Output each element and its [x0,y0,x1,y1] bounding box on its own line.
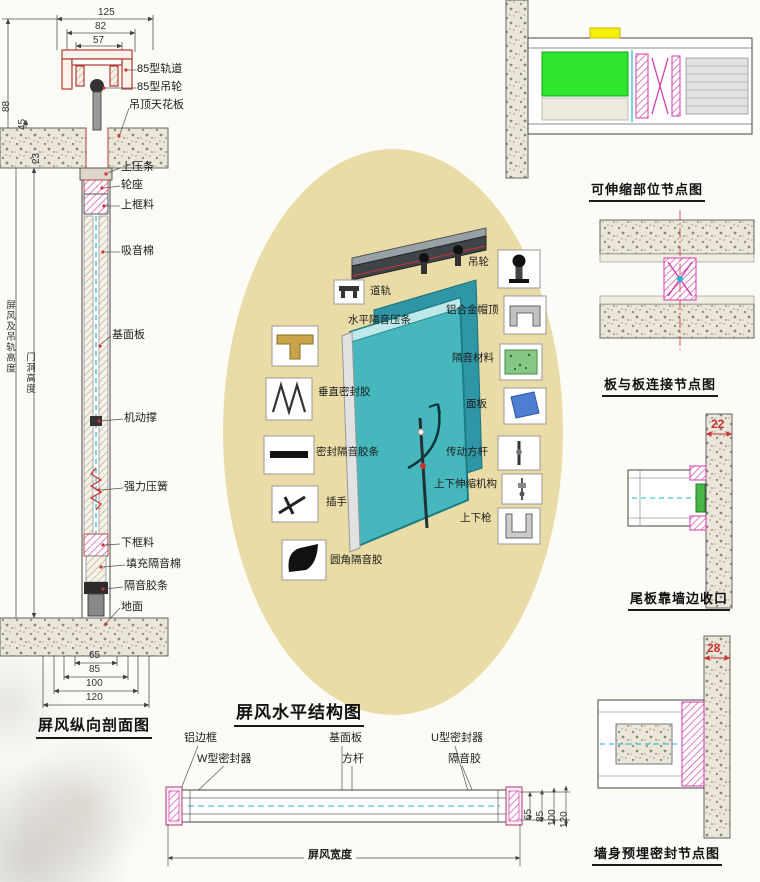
part-callout: 方杆 [342,753,364,765]
part-callout: 填充隔音棉 [126,558,181,570]
horizontal-seal-strip-icon [276,334,314,360]
part-callout: 上下伸缩机构 [434,478,497,490]
dimension-label: 120 [559,811,570,828]
part-callout: 道轨 [370,285,391,297]
part-callout: 基面板 [112,329,145,341]
dimension-label: 125 [98,7,115,18]
track-icon [339,286,359,298]
part-callout: 传动方杆 [446,446,488,458]
vertical-seal-icon [271,381,307,416]
dimension-label: 120 [86,692,103,703]
part-callout: 圆角隔音胶 [330,554,383,566]
part-callout: 水平隔音压条 [348,314,411,326]
part-callout: 吊轮 [468,256,489,268]
part-callout: 强力压簧 [124,481,168,493]
tail-panel-node-title: 尾板靠墙边收口 [628,588,731,611]
part-callout: 上框料 [121,199,154,211]
part-callout: 隔音胶 [448,753,481,765]
seal-sound-strip-icon [270,451,308,458]
part-callout: 上压条 [121,161,154,173]
corner-seal-icon [288,544,318,572]
handle-icon [278,495,306,515]
part-callout: 吸音棉 [121,245,154,257]
dimension-label: 85 [89,664,101,675]
panel-icon [510,391,540,419]
part-callout: 轮座 [121,179,143,191]
dimension-label: 65 [89,650,101,661]
part-callout: 隔音胶条 [124,580,168,592]
wall-seal-node-title: 墙身预埋密封节点图 [592,843,723,866]
panel-joint-node-drawing [599,210,755,350]
part-callout: 铝边框 [184,732,217,744]
dimension-label: 100 [86,678,103,689]
part-callout: 基面板 [329,732,362,744]
telescopic-mechanism-icon [518,478,526,500]
width-dimension-label: 屏风宽度 [304,849,356,862]
wall-seal-node-drawing [597,635,731,839]
part-callout: 隔音材料 [452,352,494,364]
telescopic-node-drawing [505,0,753,179]
drive-rod-icon [516,441,522,465]
part-callout: W型密封器 [197,753,252,765]
part-callout: 面板 [466,398,487,410]
part-callout: U型密封器 [431,732,483,744]
sound-material-icon [504,349,538,375]
dimension-label: 65 [523,808,534,820]
height-dimension-label: 屏风及吊轨高度 [4,300,15,374]
tail-panel-node-drawing [627,413,733,609]
telescopic-node-title: 可伸缩部位节点图 [589,179,706,202]
part-callout: 垂直密封胶 [318,386,371,398]
dimension-label: 85 [535,810,546,822]
part-callout: 吊顶天花板 [129,99,184,111]
top-bottom-channel-icon [505,513,533,539]
door-height-dimension-label: 门洞高度 [24,352,35,394]
panel-joint-node-title: 板与板连接节点图 [602,374,719,397]
part-icon-boxes [263,249,547,581]
part-callout: 上下枪 [460,512,492,524]
left-section-drawing [0,15,169,708]
part-callout: 下框料 [121,537,154,549]
hanger-wheel-icon [509,254,529,283]
part-callout: 密封隔音胶条 [316,446,379,458]
part-callout: 85型吊轮 [137,81,183,93]
part-callout: 机动撑 [124,412,157,424]
part-callout: 铝合金帽顶 [446,304,499,316]
dimension-label: 57 [93,35,105,46]
part-callout: 插手 [326,496,347,508]
part-callout: 地面 [121,601,143,613]
dimension-label: 22 [711,417,725,431]
dimension-label: 100 [547,809,558,826]
left-section-title: 屏风纵向剖面图 [36,714,153,739]
part-callout: 85型轨道 [137,63,183,75]
dimension-label: 28 [707,641,721,655]
dimension-label: 45 [17,118,28,130]
hanger-wheels-icon [419,245,463,274]
aluminum-cap-icon [509,305,541,327]
center-exploded-view [223,149,563,715]
dimension-label: 88 [1,100,12,112]
dimension-label: 82 [95,21,107,32]
dimension-label: 23 [31,152,42,164]
center-diagram-title: 屏风水平结构图 [234,698,364,727]
